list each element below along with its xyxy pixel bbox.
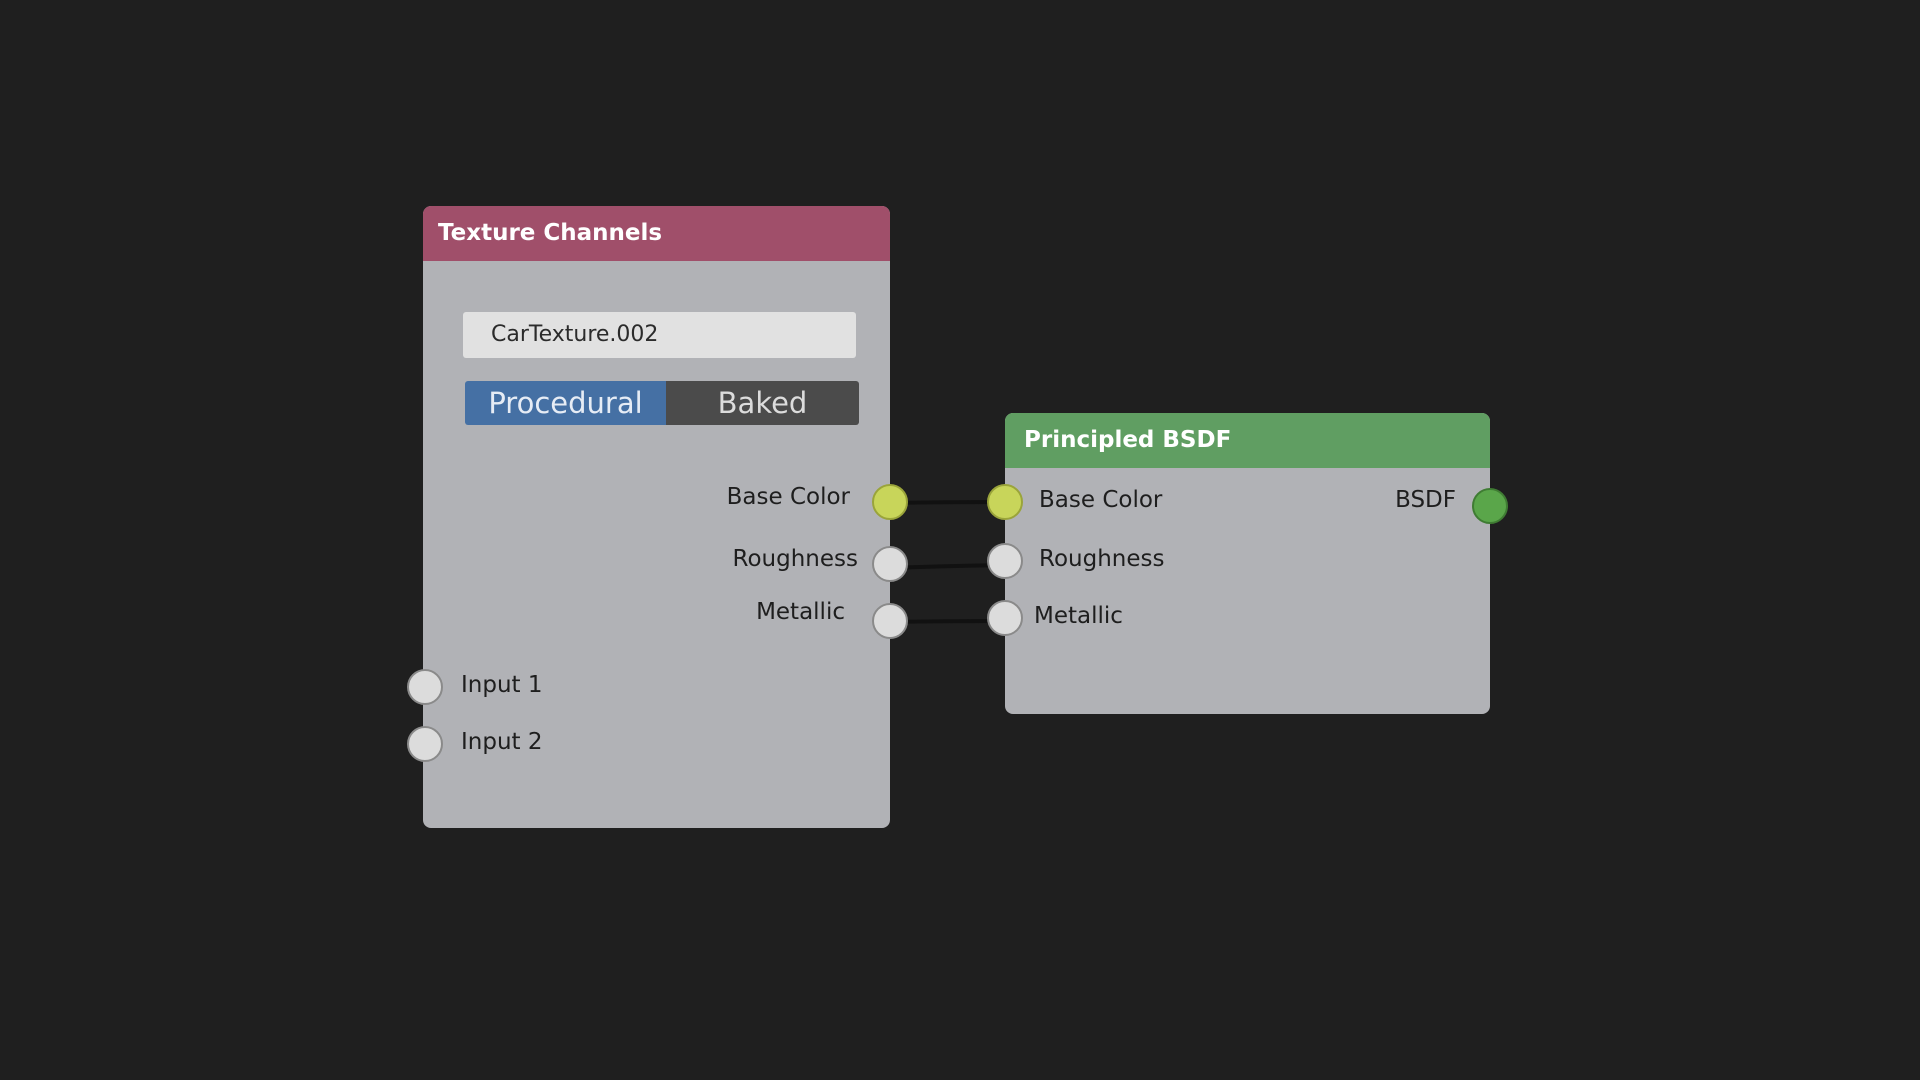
mode-toggle: Procedural Baked: [465, 381, 859, 425]
texture-channels-header[interactable]: Texture Channels: [423, 206, 890, 261]
bsdf-output-label: BSDF: [1395, 487, 1456, 513]
output-label-roughness: Roughness: [732, 546, 858, 572]
bsdf-input-label-metallic: Metallic: [1034, 603, 1123, 629]
bsdf-shader-output-socket[interactable]: [1472, 488, 1508, 524]
input-label-2: Input 2: [461, 729, 543, 755]
texture-input-1-socket[interactable]: [407, 669, 443, 705]
texture-channels-node[interactable]: Texture Channels CarTexture.002 Procedur…: [423, 206, 890, 828]
texture-name-field[interactable]: CarTexture.002: [463, 312, 856, 358]
mode-procedural-button[interactable]: Procedural: [465, 381, 666, 425]
bsdf-roughness-input-socket[interactable]: [987, 543, 1023, 579]
texture-roughness-output-socket[interactable]: [872, 546, 908, 582]
output-label-metallic: Metallic: [756, 599, 845, 625]
texture-metallic-output-socket[interactable]: [872, 603, 908, 639]
mode-baked-button[interactable]: Baked: [666, 381, 859, 425]
bsdf-input-label-roughness: Roughness: [1039, 546, 1165, 572]
texture-input-2-socket[interactable]: [407, 726, 443, 762]
principled-bsdf-header[interactable]: Principled BSDF: [1005, 413, 1490, 468]
output-label-base-color: Base Color: [726, 484, 850, 510]
texture-base-color-output-socket[interactable]: [872, 484, 908, 520]
bsdf-input-label-base-color: Base Color: [1039, 487, 1163, 513]
bsdf-metallic-input-socket[interactable]: [987, 600, 1023, 636]
input-label-1: Input 1: [461, 672, 543, 698]
bsdf-base-color-input-socket[interactable]: [987, 484, 1023, 520]
principled-bsdf-node[interactable]: Principled BSDF Base Color Roughness Met…: [1005, 413, 1490, 714]
